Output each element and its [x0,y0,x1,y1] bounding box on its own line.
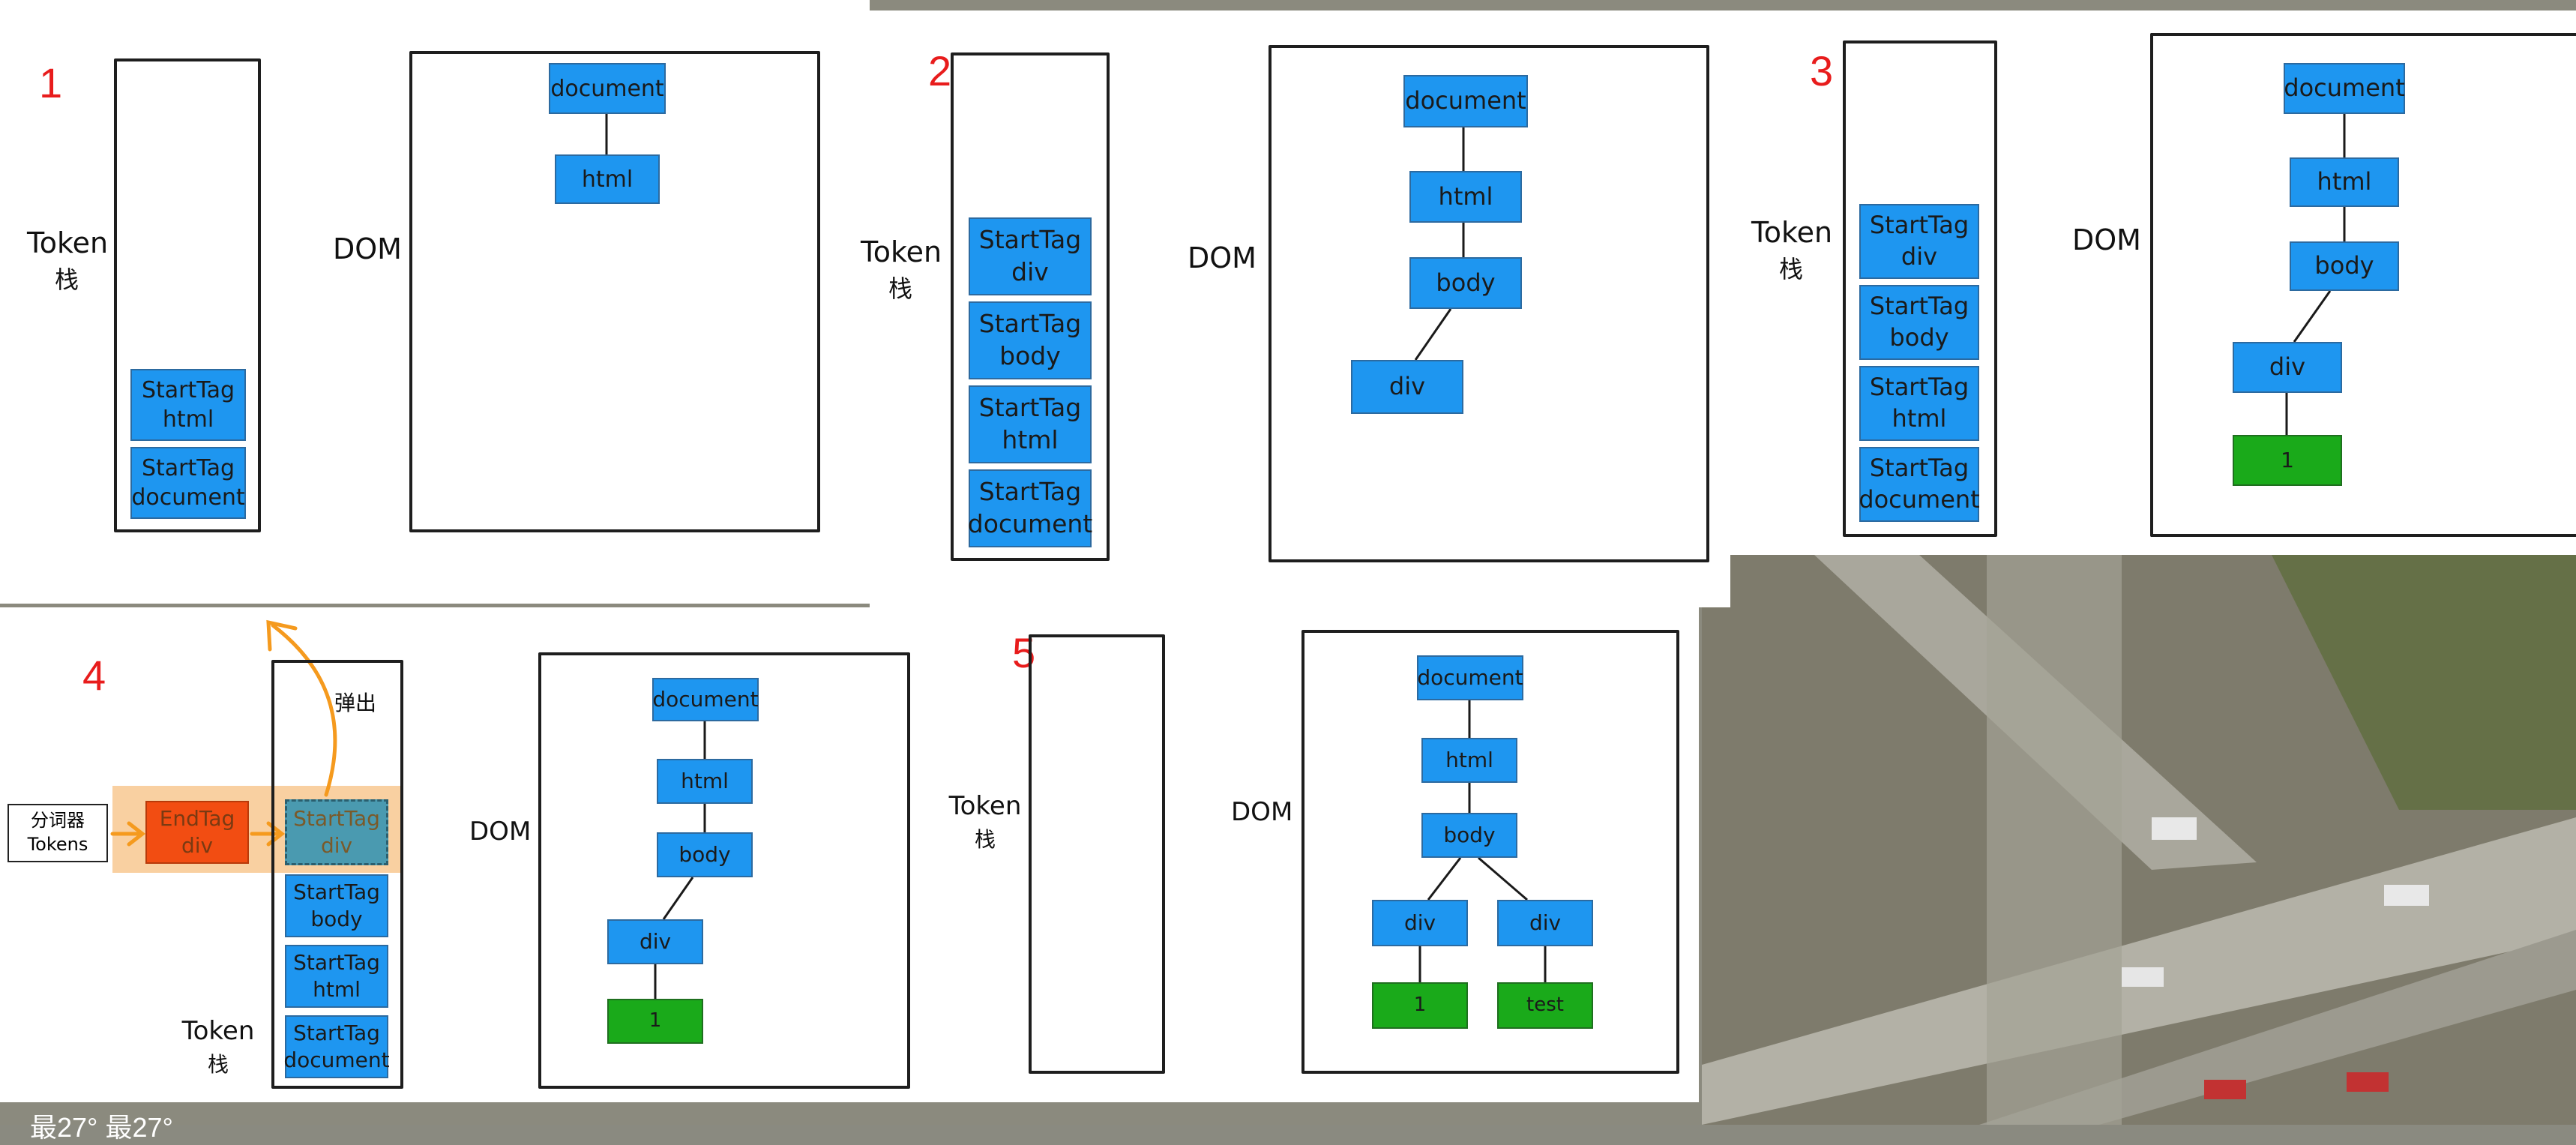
dom-node-body: body [1421,813,1517,858]
dom-node-document: document [549,63,666,114]
dom-node-html: html [1409,171,1522,223]
token-stack-label: Token 栈 [946,789,1024,854]
dom-node-body: body [2290,241,2399,291]
stack-label: 栈 [54,265,79,295]
token-stack-frame-empty [1029,634,1165,1074]
step-number-1: 1 [39,59,63,106]
token-stack-label: Token 栈 [1751,213,1833,286]
token-stack-label: Token 栈 [27,223,109,297]
dom-node-document: document [1417,655,1523,700]
token-stack-label: Token 栈 [861,232,942,306]
token-stack-frame [1843,40,1997,537]
dom-node-document: document [652,678,759,721]
dom-node-div: div [1372,900,1468,946]
dom-node-html: html [555,154,660,204]
dom-label: DOM [333,232,402,265]
stack-label: 栈 [974,826,996,852]
dom-tree-frame [1301,630,1679,1074]
dom-tree-frame [2150,33,2576,537]
dom-node-div: div [607,919,703,964]
token-stack-label: Token 栈 [177,1014,259,1079]
token-label: Token [1751,216,1833,249]
tokenizer-label: 分词器 [31,810,85,831]
text-node-1: 1 [1372,982,1468,1029]
dom-label: DOM [1231,797,1293,827]
dom-tree-frame [409,51,820,532]
popout-label: 弹出 [334,691,377,715]
token-stack-frame [114,58,261,532]
dom-node-body: body [1409,257,1522,309]
dom-node-div: div [1351,360,1463,414]
stack-label: 栈 [1778,255,1803,284]
dom-node-body: body [657,832,753,877]
dom-node-document: document [2284,63,2405,114]
dom-node-html: html [1421,738,1517,783]
dom-node-html: html [657,759,753,804]
dom-node-html: html [2290,157,2399,207]
text-node-test: test [1497,982,1593,1029]
dom-node-div: div [2233,342,2342,393]
step-number-2: 2 [928,47,952,94]
tokens-label: Tokens [27,834,88,856]
token-label: Token [948,791,1022,821]
stack-label: 栈 [888,274,912,304]
text-node-1: 1 [607,999,703,1044]
stack-label: 栈 [207,1051,229,1077]
dom-tree-frame [538,652,910,1089]
step-number-3: 3 [1810,47,1834,94]
dom-node-div: div [1497,900,1593,946]
tokenizer-box: 分词器 Tokens [7,804,108,862]
token-label: Token [861,235,942,268]
token-label: Token [181,1016,255,1046]
token-stack-frame [271,660,403,1089]
dom-label: DOM [2072,223,2141,256]
step-number-4: 4 [82,652,106,699]
token-stack-frame [951,52,1110,561]
status-overlay-text: 最27° 最27° [30,1112,173,1143]
text-node-1: 1 [2233,435,2342,486]
dom-node-document: document [1403,75,1528,127]
dom-label: DOM [469,817,532,847]
dom-tree-frame [1269,45,1709,562]
dom-label: DOM [1188,241,1257,274]
token-label: Token [27,226,109,259]
